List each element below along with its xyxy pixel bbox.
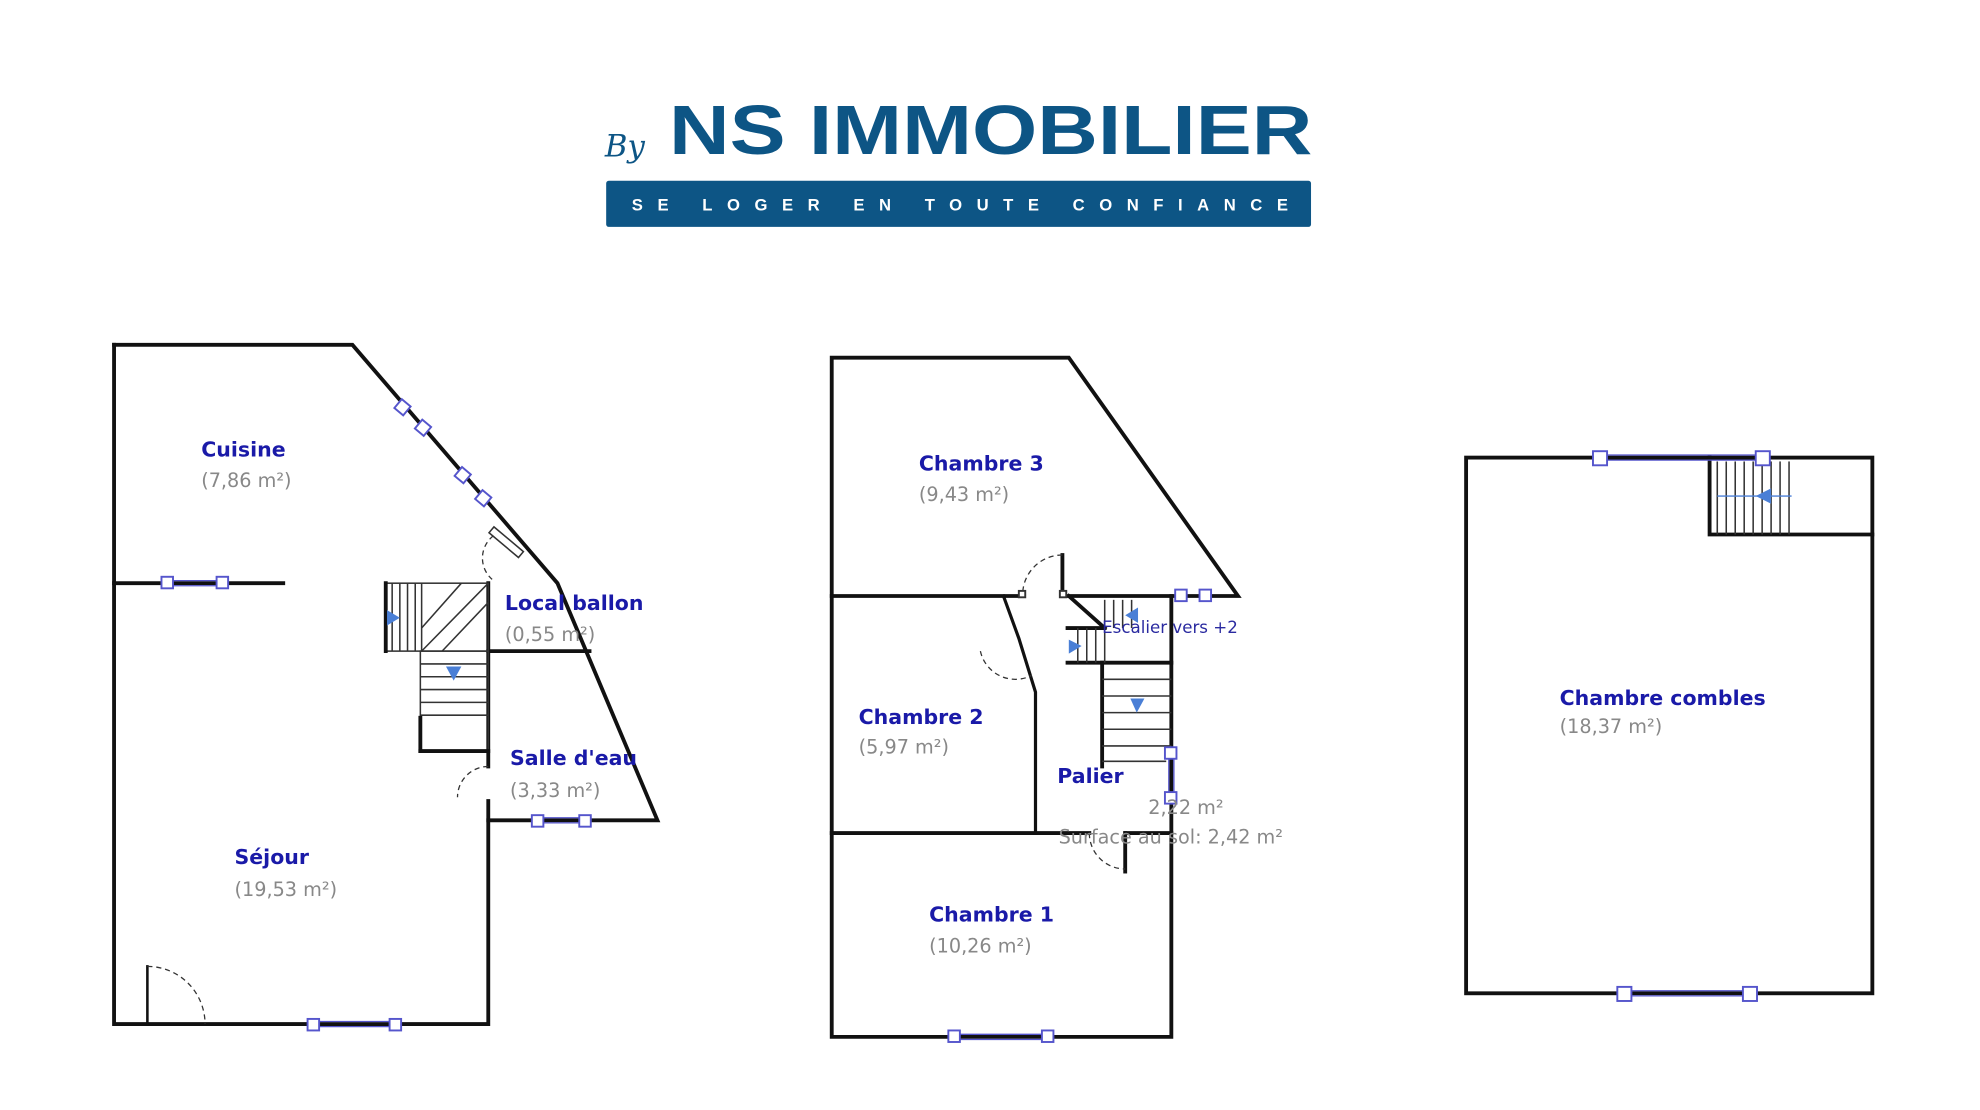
room-area-chambre-2: (5,97 m²) bbox=[859, 736, 949, 759]
room-name-cuisine: Cuisine bbox=[201, 437, 285, 461]
room-area-cuisine: (7,86 m²) bbox=[201, 469, 291, 492]
door-icon bbox=[146, 525, 525, 1026]
window-icon bbox=[947, 588, 1213, 1043]
room-floor-area-palier: Surface au sol: 2,42 m² bbox=[1059, 825, 1283, 848]
staircase-icon bbox=[1707, 455, 1875, 537]
logo-by: By bbox=[604, 128, 646, 164]
room-area-palier: 2,22 m² bbox=[1148, 796, 1223, 819]
room-area-sejour: (19,53 m²) bbox=[235, 878, 338, 901]
room-name-sejour: Séjour bbox=[235, 845, 310, 869]
logo-tagline-bar bbox=[606, 180, 1312, 227]
plan-ground-floor: Cuisine (7,86 m²) Local ballon (0,55 m²)… bbox=[112, 342, 661, 1032]
room-area-chambre-3: (9,43 m²) bbox=[919, 483, 1009, 506]
logo-brand: NS IMMOBILIER bbox=[669, 91, 1312, 169]
room-name-salle-eau: Salle d'eau bbox=[510, 746, 637, 770]
logo: By NS IMMOBILIER SE LOGER EN TOUTE CONFI… bbox=[604, 91, 1312, 227]
room-name-chambre-3: Chambre 3 bbox=[919, 451, 1044, 475]
room-area-chambre-1: (10,26 m²) bbox=[929, 934, 1032, 957]
room-name-palier: Palier bbox=[1057, 764, 1124, 788]
window-icon bbox=[160, 397, 592, 1032]
staircase-icon bbox=[383, 581, 491, 754]
staircase-icon bbox=[1065, 593, 1174, 769]
room-name-local-ballon: Local ballon bbox=[505, 591, 644, 615]
door-icon bbox=[979, 554, 1126, 870]
window-icon bbox=[1592, 450, 1771, 1002]
room-area-local-ballon: (0,55 m²) bbox=[505, 623, 595, 646]
room-area-salle-eau: (3,33 m²) bbox=[510, 779, 600, 802]
plan-first-floor: Chambre 3 (9,43 m²) Chambre 2 (5,97 m²) … bbox=[829, 355, 1283, 1043]
room-name-chambre-2: Chambre 2 bbox=[859, 705, 984, 729]
room-name-chambre-combles: Chambre combles bbox=[1560, 686, 1766, 710]
room-area-chambre-combles: (18,37 m²) bbox=[1560, 715, 1663, 738]
plan-attic: Chambre combles (18,37 m²) bbox=[1464, 450, 1875, 1002]
room-name-chambre-1: Chambre 1 bbox=[929, 903, 1054, 927]
stair-note: Escalier vers +2 bbox=[1102, 618, 1238, 637]
